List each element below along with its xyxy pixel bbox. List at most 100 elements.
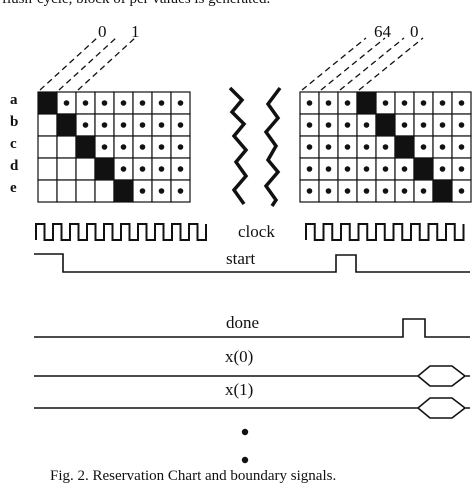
figure-caption: Fig. 2. Reservation Chart and boundary s… — [50, 468, 337, 484]
right-dot-2-3 — [363, 144, 370, 150]
left-cell-1-0 — [37, 113, 58, 137]
top-text: flush-cycle, block of per values is gene… — [2, 0, 270, 8]
left-cell-4-1 — [56, 179, 77, 203]
right-dot-1-5 — [401, 122, 408, 128]
right-dot-2-7 — [439, 144, 446, 150]
right-dot-1-1 — [325, 122, 332, 128]
row-label-a: a — [10, 92, 18, 108]
right-dot-1-7 — [439, 122, 446, 128]
right-dot-0-6 — [420, 100, 427, 106]
left-cell-3-0 — [37, 157, 58, 181]
left-cell-4-0 — [37, 179, 58, 203]
right-dot-0-7 — [439, 100, 446, 106]
left-column-dashes — [39, 37, 136, 91]
continuation-dot-1 — [241, 428, 249, 436]
right-dot-1-8 — [458, 122, 465, 128]
left-dot-2-7 — [177, 144, 184, 150]
clock-label: clock — [238, 222, 275, 241]
right-dot-4-6 — [420, 188, 427, 194]
clock-waveform-right — [305, 223, 465, 241]
left-cell-4-3 — [94, 179, 115, 203]
x1-signal — [34, 397, 470, 419]
left-dot-0-7 — [177, 100, 184, 106]
left-dot-3-6 — [158, 166, 165, 172]
right-dot-0-8 — [458, 100, 465, 106]
right-dot-3-1 — [325, 166, 332, 172]
left-dot-1-6 — [158, 122, 165, 128]
left-dot-0-6 — [158, 100, 165, 106]
left-cell-3-3 — [94, 157, 115, 181]
right-dot-2-4 — [382, 144, 389, 150]
right-dot-1-3 — [363, 122, 370, 128]
left-cell-3-1 — [56, 157, 77, 181]
right-col-label-0: 0 — [410, 22, 419, 41]
left-dot-0-2 — [82, 100, 89, 106]
right-dot-3-8 — [458, 166, 465, 172]
left-dot-3-5 — [139, 166, 146, 172]
right-dot-2-8 — [458, 144, 465, 150]
right-column-dashes — [301, 37, 424, 91]
x1-label: x(1) — [225, 380, 254, 399]
left-dot-2-5 — [139, 144, 146, 150]
right-break-zigzag — [263, 86, 282, 207]
left-dot-1-5 — [139, 122, 146, 128]
left-break-zigzag — [228, 86, 249, 206]
right-dot-4-1 — [325, 188, 332, 194]
left-cell-0-0 — [37, 91, 58, 115]
left-dot-0-1 — [63, 100, 70, 106]
right-dot-4-4 — [382, 188, 389, 194]
left-dot-0-5 — [139, 100, 146, 106]
left-cell-2-1 — [56, 135, 77, 159]
right-dot-0-4 — [382, 100, 389, 106]
right-dot-2-2 — [344, 144, 351, 150]
right-dot-4-8 — [458, 188, 465, 194]
right-dot-1-0 — [306, 122, 313, 128]
left-dot-0-4 — [120, 100, 127, 106]
right-dot-2-1 — [325, 144, 332, 150]
right-cell-1-4 — [375, 113, 396, 137]
row-label-c: c — [10, 136, 17, 152]
left-col-label-0: 0 — [98, 22, 107, 41]
right-dot-0-2 — [344, 100, 351, 106]
right-dot-1-6 — [420, 122, 427, 128]
right-dot-3-0 — [306, 166, 313, 172]
right-dot-1-2 — [344, 122, 351, 128]
clock-waveform-left — [35, 223, 207, 241]
left-dot-0-3 — [101, 100, 108, 106]
right-dot-4-3 — [363, 188, 370, 194]
left-dot-1-7 — [177, 122, 184, 128]
right-dot-0-5 — [401, 100, 408, 106]
right-dot-2-0 — [306, 144, 313, 150]
left-dot-4-6 — [158, 188, 165, 194]
left-cell-1-1 — [56, 113, 77, 137]
left-dot-4-5 — [139, 188, 146, 194]
right-dot-3-7 — [439, 166, 446, 172]
left-dot-2-3 — [101, 144, 108, 150]
left-col-label-1: 1 — [131, 22, 140, 41]
left-dot-1-2 — [82, 122, 89, 128]
done-signal — [34, 318, 470, 338]
left-dot-4-7 — [177, 188, 184, 194]
start-signal — [34, 253, 470, 273]
right-col-label-64: 64 — [374, 22, 391, 41]
row-label-b: b — [10, 114, 19, 130]
left-cell-4-2 — [75, 179, 96, 203]
left-dot-1-4 — [120, 122, 127, 128]
left-cell-4-4 — [113, 179, 134, 203]
left-dot-3-7 — [177, 166, 184, 172]
right-dot-3-5 — [401, 166, 408, 172]
right-dot-4-0 — [306, 188, 313, 194]
row-label-d: d — [10, 158, 19, 174]
row-label-e: e — [10, 180, 17, 196]
x0-signal — [34, 365, 470, 387]
right-cell-4-7 — [432, 179, 453, 203]
done-label: done — [226, 313, 260, 332]
right-dot-3-3 — [363, 166, 370, 172]
right-cell-2-5 — [394, 135, 415, 159]
right-dot-4-2 — [344, 188, 351, 194]
left-dot-2-4 — [120, 144, 127, 150]
left-dot-1-3 — [101, 122, 108, 128]
left-dot-3-4 — [120, 166, 127, 172]
continuation-dot-2 — [241, 456, 249, 464]
